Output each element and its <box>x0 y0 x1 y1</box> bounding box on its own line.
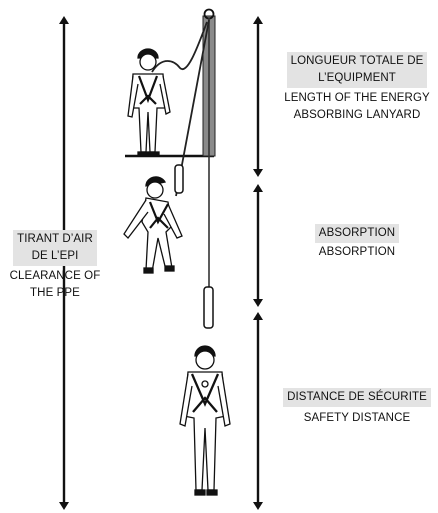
length-en-line2: ABSORBING LANYARD <box>293 109 421 121</box>
length-fr-line1: LONGUEUR TOTALE DE <box>290 55 424 67</box>
energy-absorber-icon <box>203 286 214 329</box>
energy-absorber-icon <box>174 164 184 194</box>
worker-standing-icon <box>127 48 171 157</box>
absorption-en: ABSORPTION <box>318 246 396 258</box>
length-fr-box: LONGUEUR TOTALE DE L’EQUIPMENT <box>286 52 428 88</box>
length-label: LONGUEUR TOTALE DE L’EQUIPMENT LENGTH OF… <box>278 52 436 124</box>
worker-suspended-icon <box>179 345 231 496</box>
absorption-fr: ABSORPTION <box>314 224 400 243</box>
absorption-label: ABSORPTION ABSORPTION <box>278 224 436 261</box>
clearance-en-line1: CLEARANCE OF <box>9 270 101 282</box>
lanyard-standing <box>151 21 208 73</box>
safety-distance-label: DISTANCE DE SÉCURITE SAFETY DISTANCE <box>278 388 436 427</box>
length-en-line1: LENGTH OF THE ENERGY <box>284 92 430 104</box>
clearance-en-line2: THE PPE <box>30 287 80 299</box>
length-fr-line2: L’EQUIPMENT <box>318 72 396 84</box>
clearance-label: TIRANT D’AIR DE L’EPI CLEARANCE OF THE P… <box>2 230 108 302</box>
worker-falling-icon <box>123 176 183 274</box>
clearance-fr-line2: DE L’EPI <box>31 250 79 262</box>
safety-en: SAFETY DISTANCE <box>303 412 411 424</box>
clearance-fr-box: TIRANT D’AIR DE L’EPI <box>13 230 97 266</box>
safety-fr: DISTANCE DE SÉCURITE <box>283 388 431 407</box>
clearance-fr-line1: TIRANT D’AIR <box>17 233 93 245</box>
